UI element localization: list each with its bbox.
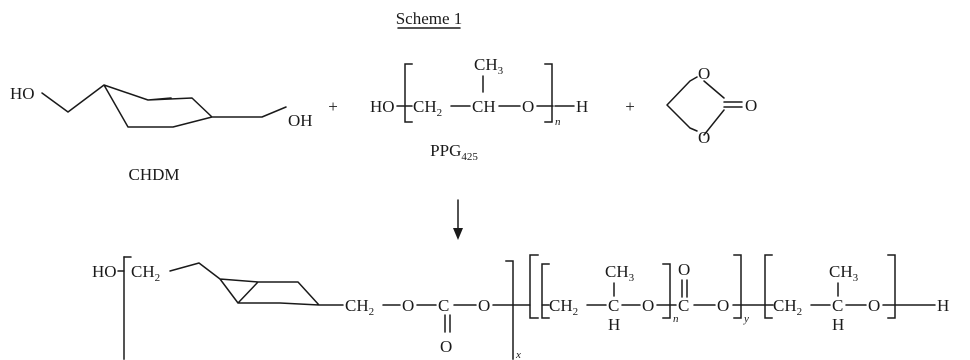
- ppg-label: PPG425: [430, 141, 478, 163]
- product-bracket-y-left: [529, 254, 539, 319]
- product-bracket-end-right: [887, 254, 896, 319]
- ppg-n: n: [555, 116, 561, 128]
- ppg-o: O: [522, 97, 534, 116]
- product-c2: C: [678, 296, 689, 315]
- ec-carbonyl-o: O: [745, 96, 757, 115]
- product-c-end-ch3: CH3: [829, 262, 859, 284]
- reaction-arrow: [453, 199, 463, 240]
- ppg-bracket-right: [544, 63, 553, 123]
- chdm-bonds: [41, 84, 287, 128]
- product-c1: C: [438, 296, 449, 315]
- chdm-ho: HO: [10, 84, 35, 103]
- plus-sign-2: +: [625, 97, 635, 116]
- chdm-molecule: HO OH CHDM: [10, 84, 313, 184]
- product-n: n: [673, 313, 679, 325]
- chdm-label: CHDM: [128, 165, 179, 184]
- product-y: y: [743, 313, 749, 325]
- product-x: x: [515, 349, 521, 360]
- ppg-ch3: CH3: [474, 55, 504, 77]
- chdm-oh: OH: [288, 111, 313, 130]
- product-c-end: C: [832, 296, 843, 315]
- ppg-ch2: CH2: [413, 97, 442, 119]
- product-molecule: HO CH2 CH2 O C O O x CH2 C CH3 H O: [92, 254, 949, 360]
- product-c-mid-ch3: CH3: [605, 262, 635, 284]
- ppg-ho: HO: [370, 97, 395, 116]
- product-c-mid: C: [608, 296, 619, 315]
- product-bracket-n-left: [541, 263, 550, 319]
- ppg-ch: CH: [472, 97, 496, 116]
- ec-o-top: O: [698, 64, 710, 83]
- product-ch2-a: CH2: [131, 262, 160, 284]
- ec-ring-bonds: [666, 76, 725, 136]
- product-h-end: H: [937, 296, 949, 315]
- scheme-title: Scheme 1: [396, 9, 463, 28]
- product-o1: O: [402, 296, 414, 315]
- ppg-h: H: [576, 97, 588, 116]
- product-bracket-end-left: [764, 254, 773, 319]
- product-ring-bonds: [169, 262, 344, 306]
- ppg-bracket-left: [404, 63, 413, 123]
- ec-o-bottom: O: [698, 128, 710, 147]
- product-c-mid-h: H: [608, 315, 620, 334]
- product-ho: HO: [92, 262, 117, 281]
- ethylene-carbonate-molecule: O O O: [666, 64, 757, 147]
- product-bracket-x-right: [505, 260, 514, 360]
- ppg-molecule: HO CH2 CH CH3 O n H PPG425: [370, 55, 588, 163]
- plus-sign-1: +: [328, 97, 338, 116]
- product-c2-o: O: [678, 260, 690, 279]
- product-o3: O: [642, 296, 654, 315]
- product-ch2-d: CH2: [773, 296, 802, 318]
- product-o2: O: [478, 296, 490, 315]
- product-c1-o: O: [440, 337, 452, 356]
- product-o5: O: [868, 296, 880, 315]
- product-ch2-c: CH2: [549, 296, 578, 318]
- product-bracket-n-right: [662, 263, 671, 319]
- product-o4: O: [717, 296, 729, 315]
- product-bracket-y-right: [733, 254, 742, 319]
- product-ch2-b: CH2: [345, 296, 374, 318]
- product-c-end-h: H: [832, 315, 844, 334]
